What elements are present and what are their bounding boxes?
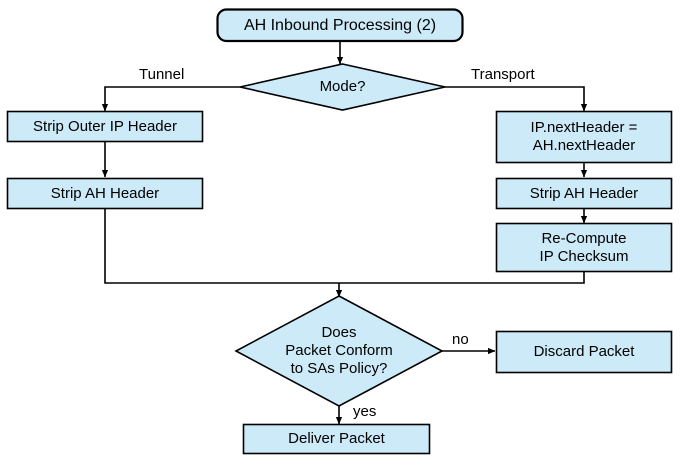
edge-label-tunnel: Tunnel [139,66,185,83]
edge-label-transport: Transport [471,66,535,83]
node-mode-decision-shape [239,63,446,111]
edge-mode-to-transport [445,86,588,112]
node-ip-next-header-shape [495,110,673,164]
node-strip-ah-header-transport-shape [495,177,673,210]
node-conform-decision-shape [234,295,444,407]
edge-label-no: no [452,331,469,348]
node-discard-packet-shape [495,330,673,374]
edge-label-yes: yes [353,403,377,420]
node-recompute-checksum-shape [495,222,673,273]
edge-mode-to-tunnel [101,86,240,112]
edge-right-merge [339,272,585,284]
connector-group [101,41,588,425]
node-start-shape [216,8,464,43]
edge-left-merge [104,209,339,284]
node-deliver-packet-shape [242,423,431,455]
node-strip-ah-header-tunnel-shape [6,177,204,210]
node-strip-outer-ip-header-shape [6,110,204,143]
